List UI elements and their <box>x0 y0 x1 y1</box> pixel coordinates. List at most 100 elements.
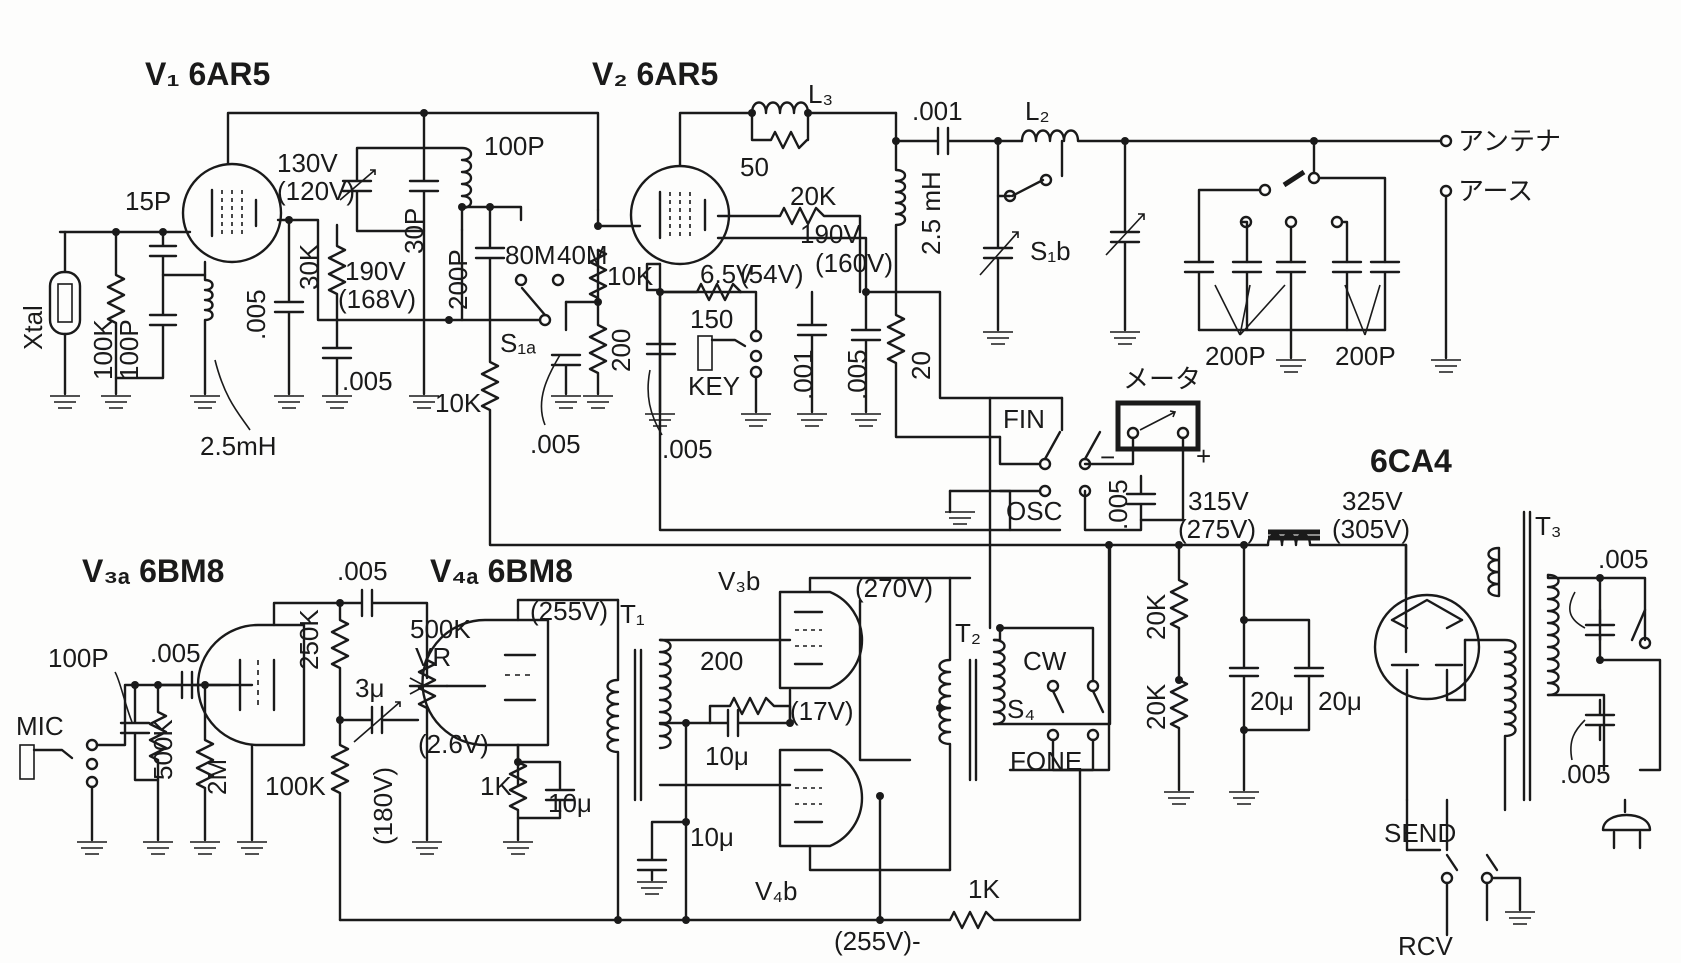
mic-jack <box>19 738 99 789</box>
c-15p-label: 15P <box>125 186 171 216</box>
key-label: KEY <box>688 371 740 401</box>
c-005-v1s-label: .005 <box>342 366 393 396</box>
v1-label: V₁ 6AR5 <box>145 56 270 92</box>
band-80m-label: 80M <box>505 240 556 270</box>
r-1k-v4-label: 1K <box>480 771 512 801</box>
v2-screen-voltage: 190V <box>800 219 861 249</box>
v4a-tube-symbol <box>421 618 550 747</box>
r-200-push-label: 200 <box>700 646 743 676</box>
c-10u-v4-label: 10μ <box>548 788 592 818</box>
v4a-plate-voltage: (255V) <box>530 596 608 626</box>
c-10u-push-label: 10μ <box>705 741 749 771</box>
c-100p-top-label: 100P <box>484 131 545 161</box>
c-005-t3a-label: .005 <box>1598 544 1649 574</box>
v4a-label: V₄ₐ 6BM8 <box>430 553 573 589</box>
bottom-voltage: (255V)- <box>834 926 921 956</box>
r-500k-vr-label: 500K <box>410 614 471 644</box>
r-20k-v2-label: 20K <box>790 181 837 211</box>
r-20k-b1-label: 20K <box>1141 593 1171 640</box>
v3-plate-voltage: (180V) <box>368 767 398 845</box>
crystal-symbol <box>48 230 82 396</box>
v3b-label: V₃b <box>718 566 760 596</box>
c-100p-grid-label: 100P <box>114 319 144 380</box>
r-50-label: 50 <box>740 152 769 182</box>
antenna-label: アンテナ <box>1458 127 1561 157</box>
rfc-v2-label: 2.5 mH <box>916 171 946 255</box>
b-plus-2-voltage-alt: (305V) <box>1332 514 1410 544</box>
fone-label: FONE <box>1010 746 1082 776</box>
b-plus-1-voltage-alt: (275V) <box>1178 514 1256 544</box>
ground-symbols <box>50 395 613 409</box>
mic-label: MIC <box>16 711 64 741</box>
rectifier-tube-symbol <box>1373 593 1481 802</box>
l2-label: L₂ <box>1025 96 1050 126</box>
band-40m-label: 40M <box>557 240 608 270</box>
c-001-key-label: .001 <box>788 349 818 400</box>
v4a-cathode-voltage: (2.6V) <box>418 729 489 759</box>
r-100k-grid-label: 100K <box>88 319 118 380</box>
c-200p-tank-label: 200P <box>443 249 473 310</box>
c-005-sel-label: .005 <box>530 429 581 459</box>
v3b-tube-symbol <box>778 590 864 690</box>
v1-plate-voltage-alt: (168V) <box>338 284 416 314</box>
v4b-label: V₄b <box>755 876 797 906</box>
earth-label: アース <box>1458 177 1533 207</box>
cw-label: CW <box>1023 646 1067 676</box>
c-005-t3b-label: .005 <box>1560 759 1611 789</box>
b-plus-1-voltage: 315V <box>1188 486 1249 516</box>
r-100k-v3-label: 100K <box>265 771 326 801</box>
v1-screen-voltage-alt: (120V) <box>277 176 355 206</box>
r-2m-label: 2M <box>202 759 232 795</box>
c-200p-right-label: 200P <box>1335 341 1396 371</box>
t3-label: T₃ <box>1535 511 1561 541</box>
push-cathode-voltage: (17V) <box>790 696 854 726</box>
c-005-coup-label: .005 <box>337 556 388 586</box>
ac-plug <box>1601 798 1652 850</box>
xtal-label: Xtal <box>18 305 48 350</box>
ground-symbols-4 <box>1164 791 1259 805</box>
v2-cathode-voltage-alt: (54V) <box>740 259 804 289</box>
t1-transformer <box>606 598 792 922</box>
c-005-key-label: .005 <box>842 349 872 400</box>
r-30k-label: 30K <box>294 243 324 290</box>
r-500k-mic-label: 500K <box>148 719 178 780</box>
v1-screen-voltage: 130V <box>277 148 338 178</box>
osc-label: OSC <box>1006 496 1062 526</box>
r-1k-bot-label: 1K <box>968 874 1000 904</box>
l3-label: L₃ <box>808 79 833 109</box>
r-20k-b2-label: 20K <box>1141 683 1171 730</box>
v2-cathode-voltage: 6.5V <box>700 259 754 289</box>
c-3u-label: 3μ <box>355 673 384 703</box>
r-250k-label: 250K <box>294 609 324 670</box>
r-10k-drop-label: 10K <box>435 388 482 418</box>
meter-plus-label: + <box>1196 441 1211 471</box>
r-200-v2-label: 200 <box>606 329 636 372</box>
r-20-label: 20 <box>906 351 936 380</box>
ground-symbols-5 <box>77 841 442 855</box>
rfc-v1-label: 2.5mH <box>200 431 277 461</box>
v2-tube-symbol <box>629 164 731 266</box>
v2-label: V₂ 6AR5 <box>592 56 718 92</box>
v2-screen-voltage-alt: (160V) <box>815 248 893 278</box>
s1b-label: S₁b <box>1030 236 1071 266</box>
t2-label: T₂ <box>955 618 981 648</box>
ground-symbols-3 <box>983 331 1461 373</box>
r-10k-grid-label: 10K <box>607 261 654 291</box>
meter-box <box>1115 400 1201 452</box>
c-20u-2-label: 20μ <box>1318 686 1362 716</box>
c-001-out-label: .001 <box>912 96 963 126</box>
v1-plate-voltage: 190V <box>345 256 406 286</box>
v3a-label: V₃ₐ 6BM8 <box>82 553 224 589</box>
c-005-meter-label: .005 <box>1103 479 1133 530</box>
meter-minus-label: − <box>1100 442 1115 472</box>
t1-label: T₁ <box>620 599 645 629</box>
send-label: SEND <box>1384 818 1456 848</box>
v3b-plate-voltage: (270V) <box>855 573 933 603</box>
c-10u-low-label: 10μ <box>690 822 734 852</box>
fin-label: FIN <box>1003 404 1045 434</box>
vr-label: VR <box>415 642 451 672</box>
t3-transformer <box>1463 510 1606 812</box>
s4-label: S₄ <box>1007 694 1035 724</box>
v4b-tube-symbol <box>778 748 864 848</box>
